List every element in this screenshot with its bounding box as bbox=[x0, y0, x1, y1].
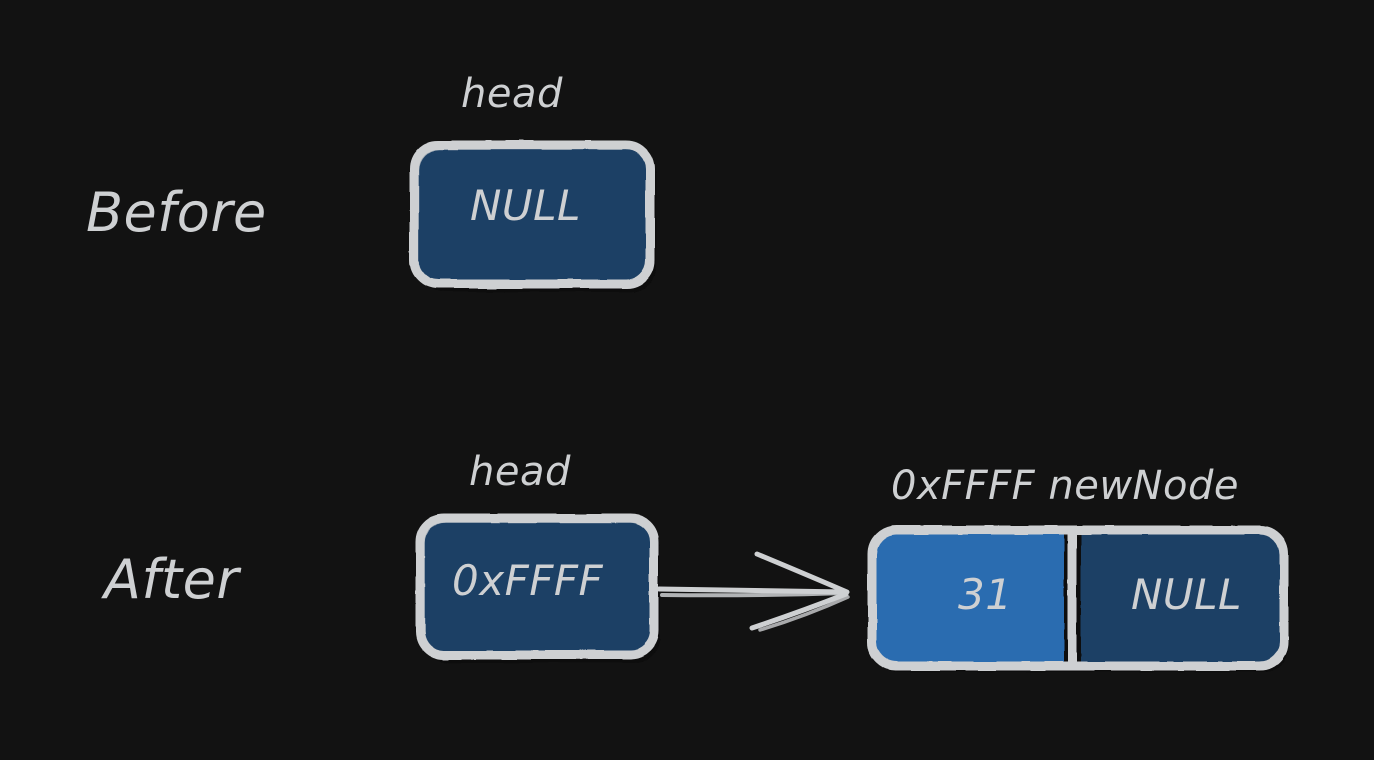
row-label-after: After bbox=[104, 548, 240, 611]
newnode-next-cell-fill bbox=[1081, 532, 1284, 664]
newnode-cell-divider-pass2 bbox=[1069, 532, 1076, 664]
before-head-pointer-label: head bbox=[461, 71, 563, 117]
after-head-node bbox=[415, 513, 660, 663]
newnode-next-value: NULL bbox=[1131, 570, 1242, 619]
arrow-shaft-pass2 bbox=[660, 591, 847, 598]
before-head-fill bbox=[414, 145, 650, 284]
after-head-pointer-label: head bbox=[469, 449, 571, 495]
arrow-head-lower bbox=[749, 591, 849, 631]
head-to-newnode-arrow bbox=[656, 551, 850, 632]
before-head-outline-pass2 bbox=[414, 145, 652, 285]
newnode-node bbox=[867, 525, 1289, 672]
newnode-data-value: 31 bbox=[958, 570, 1013, 619]
before-head-value: NULL bbox=[470, 181, 581, 230]
after-head-outline-pass2 bbox=[420, 518, 655, 656]
newnode-outline-pass2 bbox=[872, 530, 1284, 666]
row-label-before: Before bbox=[86, 181, 267, 244]
arrow-shaft-pass1 bbox=[656, 586, 849, 595]
newnode-outline bbox=[867, 525, 1289, 671]
before-head-node bbox=[409, 140, 656, 292]
arrow-head-upper bbox=[754, 551, 850, 595]
newnode-label: 0xFFFF newNode bbox=[891, 463, 1239, 509]
arrow-head-lower-pass2 bbox=[758, 595, 850, 632]
after-head-fill bbox=[420, 518, 654, 655]
after-head-value: 0xFFFF bbox=[452, 556, 604, 605]
newnode-data-cell-fill bbox=[872, 532, 1064, 664]
